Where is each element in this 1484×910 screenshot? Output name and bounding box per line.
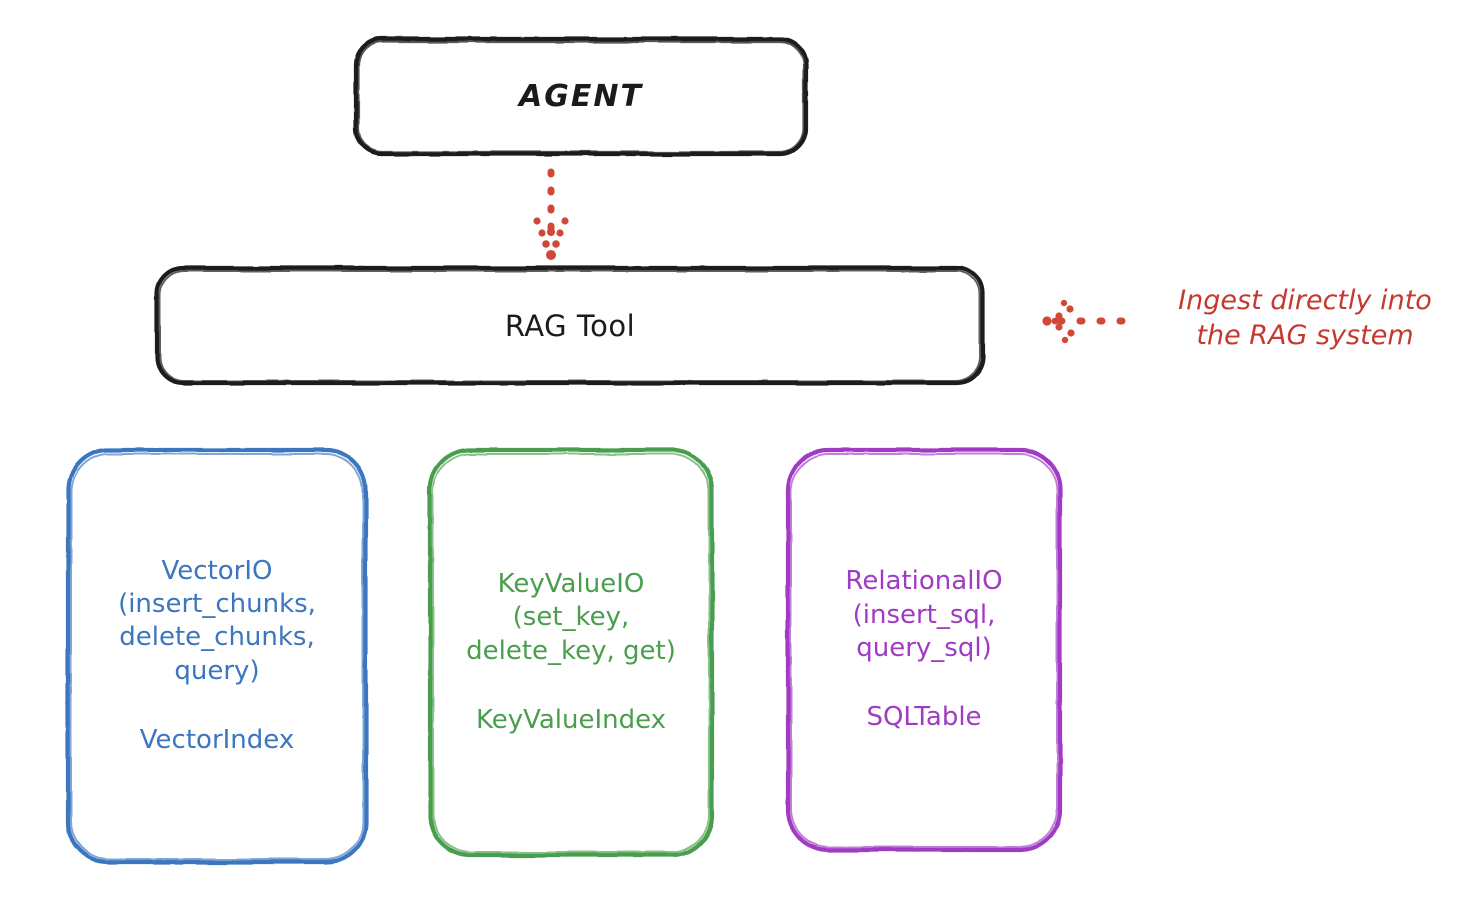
agent-box-shape: [353, 36, 809, 157]
relational-io-box-label: RelationalIO (insert_sql, query_sql) SQL…: [788, 450, 1060, 850]
key-value-io-signature: KeyValueIO (set_key, delete_key, get): [466, 568, 676, 666]
relational-io-index: SQLTable: [866, 702, 982, 733]
connector-agent-to-rag-tool: [533, 168, 569, 260]
vector-io-index: VectorIndex: [139, 724, 295, 755]
relational-io-signature: RelationalIO (insert_sql, query_sql): [845, 566, 1003, 663]
connector-ingest-to-rag-tool: [1042, 299, 1136, 344]
rag-tool-box-shape: [154, 265, 986, 386]
agent-box-label: AGENT: [519, 79, 643, 114]
ingest-annotation-text: Ingest directly into the RAG system: [1178, 285, 1432, 352]
key-value-io-box-shape: [427, 447, 715, 858]
rag-tool-box-label: RAG Tool: [504, 308, 636, 343]
vector-io-box-label: VectorIO (insert_chunks, delete_chunks, …: [68, 450, 366, 862]
key-value-io-box-label: KeyValueIO (set_key, delete_key, get) Ke…: [430, 450, 712, 855]
key-value-io-index: KeyValueIndex: [475, 704, 667, 735]
relational-io-box-shape: [785, 447, 1063, 853]
vector-io-box-shape: [65, 447, 369, 865]
vector-io-signature: VectorIO (insert_chunks, delete_chunks, …: [118, 555, 316, 686]
